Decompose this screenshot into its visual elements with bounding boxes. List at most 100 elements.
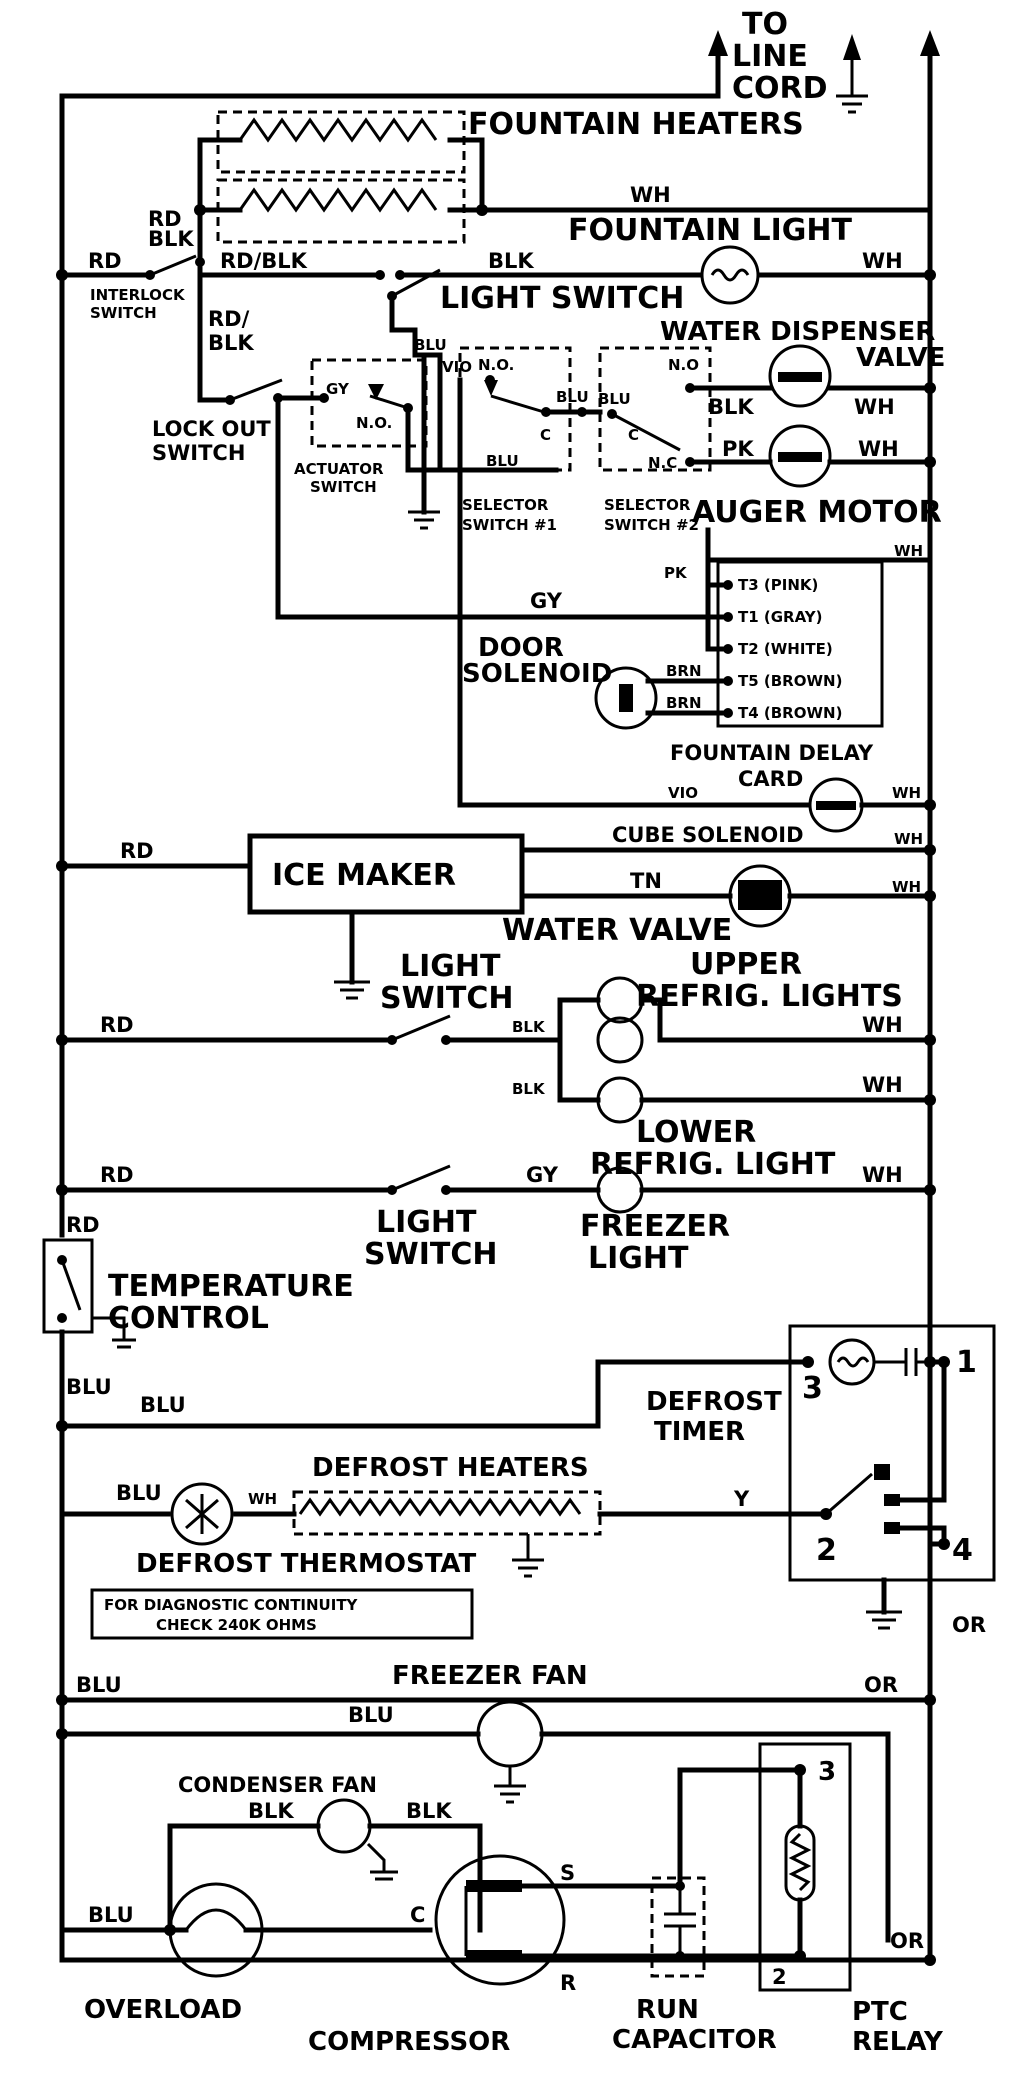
wire-blu-thermostat: BLU xyxy=(116,1481,162,1505)
wire-or-timer: OR xyxy=(952,1613,986,1637)
defrost-heaters-box xyxy=(292,1490,602,1536)
door-solenoid-coil xyxy=(594,666,658,730)
wire-rd-freezer: RD xyxy=(100,1163,134,1187)
diagnostic-note-box xyxy=(90,1588,474,1640)
wire-blk-refrig-2: BLK xyxy=(512,1080,546,1098)
ice-maker-box xyxy=(247,833,525,915)
interlock-contact-a xyxy=(145,270,155,280)
defrost-thermostat-ground xyxy=(512,1534,544,1578)
temperature-control-label-1: TEMPERATURE xyxy=(108,1269,354,1304)
lockout-switch-label-2: SWITCH xyxy=(152,441,245,465)
wire-wh-refrig: WH xyxy=(862,1013,903,1037)
timer-terminal-3-label: 3 xyxy=(802,1371,823,1406)
fountain-light-label: FOUNTAIN LIGHT xyxy=(568,213,853,248)
cube-solenoid-label: CUBE SOLENOID xyxy=(612,823,804,847)
freezer-switch-contact-b xyxy=(441,1185,451,1195)
fountain-delay-card-label-2: CARD xyxy=(738,767,803,791)
wire-brn-2: BRN xyxy=(666,694,702,712)
overload-element xyxy=(184,1908,248,1931)
light-switch-2-label-1: LIGHT xyxy=(400,949,501,984)
wire-blu-actuator: BLU xyxy=(414,336,447,354)
rail-junction-1040 xyxy=(56,1034,68,1046)
refrig-switch-blade xyxy=(391,1014,451,1042)
fountain-heaters-label: FOUNTAIN HEATERS xyxy=(468,107,804,142)
ptc-relay-label-2: RELAY xyxy=(852,2027,944,2057)
compressor-terminal-s: S xyxy=(560,1861,575,1885)
wire-wh-lower: WH xyxy=(862,1073,903,1097)
compressor-start-winding xyxy=(466,1880,522,1892)
ptc-thermistor-zigzag xyxy=(788,1832,812,1892)
compressor-terminal-c: C xyxy=(410,1903,425,1927)
water-valve-core xyxy=(738,880,782,910)
selector-switch-1-label-2: SWITCH #1 xyxy=(462,516,557,534)
water-dispenser-valve-core xyxy=(778,372,822,382)
wire-wh-thermostat: WH xyxy=(248,1490,277,1508)
run-capacitor-label-1: RUN xyxy=(636,1995,699,2025)
ptc-terminal-3-label: 3 xyxy=(818,1757,836,1787)
defrost-timer-box xyxy=(788,1324,996,1582)
selector2-nc-label: N.C xyxy=(648,454,677,472)
heater-junction xyxy=(476,204,488,216)
interlock-switch-blade xyxy=(149,254,197,277)
refrig-switch-contact-b xyxy=(441,1035,451,1045)
timer-term1-to-neutral xyxy=(897,1359,947,1503)
wire-blk-fountain: BLK xyxy=(488,249,534,273)
lower-refrig-light-label-1: LOWER xyxy=(636,1115,756,1150)
selector-switch-2-label-2: SWITCH #2 xyxy=(604,516,699,534)
fountain-light-switch-contact-a xyxy=(375,270,385,280)
delay-terminal-t2: T2 (WHITE) xyxy=(738,640,833,658)
actuator-no-label: N.O. xyxy=(356,414,392,432)
freezer-fan-motor xyxy=(476,1700,544,1768)
fountain-light-switch-contact-b xyxy=(395,270,405,280)
overload-junction xyxy=(164,1924,176,1936)
selector-switch-2-box xyxy=(598,346,712,472)
wire-vio-cube: VIO xyxy=(668,784,698,802)
freezer-light-bulb xyxy=(596,1166,644,1214)
selector2-contact-c xyxy=(607,409,617,419)
wire-gy-delay: GY xyxy=(530,589,563,613)
neutral-junction-850 xyxy=(924,844,936,856)
lower-refrig-light xyxy=(596,1076,644,1124)
delay-terminal-t5: T5 (BROWN) xyxy=(738,672,842,690)
rail-junction-1426 xyxy=(56,1420,68,1432)
wire-rd-refrig: RD xyxy=(100,1013,134,1037)
to-line-cord-3: CORD xyxy=(732,71,828,106)
selector2-blade xyxy=(611,412,681,452)
timer-switch-blade xyxy=(825,1472,873,1516)
defrost-timer-label-1: DEFROST xyxy=(646,1387,782,1417)
to-line-cord-1: TO xyxy=(742,7,788,42)
actuator-to-selector1 xyxy=(405,405,559,473)
diagnostic-note-1: FOR DIAGNOSTIC CONTINUITY xyxy=(104,1596,359,1614)
rail-junction-275 xyxy=(56,269,68,281)
vio-wire xyxy=(457,377,933,808)
wire-blu-timer: BLU xyxy=(140,1393,186,1417)
wire-wh-freezer: WH xyxy=(862,1163,903,1187)
ptc-thermistor xyxy=(784,1824,816,1902)
wire-tn-valve: TN xyxy=(630,869,662,893)
timer-terminal-4-label: 4 xyxy=(952,1533,973,1568)
wire-pk-delay: PK xyxy=(664,564,688,582)
timer-terminal-3 xyxy=(802,1356,814,1368)
wire-rd-heater: RD xyxy=(148,207,182,231)
timer-terminal-1-label: 1 xyxy=(956,1345,977,1380)
wire-rdblk-stack-1: RD/ xyxy=(208,307,250,331)
selector1-blade xyxy=(490,394,545,414)
rail-junction-1190 xyxy=(56,1184,68,1196)
light-switch-2-label-2: SWITCH xyxy=(380,981,513,1016)
light-switch-top-label: LIGHT SWITCH xyxy=(440,281,684,316)
selector-switch-1-box xyxy=(458,346,572,472)
selector1-c-label: C xyxy=(540,426,551,444)
ptc-terminal-2-label: 2 xyxy=(772,1965,787,1989)
actuator-arrow xyxy=(368,384,384,400)
interlock-switch-label-1: INTERLOCK xyxy=(90,286,186,304)
defrost-heaters-label: DEFROST HEATERS xyxy=(312,1453,589,1483)
wire-blu-freezer-fan: BLU xyxy=(348,1703,394,1727)
tempctl-contact-b xyxy=(57,1313,67,1323)
wire-wh-auger: WH xyxy=(858,437,899,461)
delay-terminal-t4: T4 (BROWN) xyxy=(738,704,842,722)
wire-vio-selector1: VIO xyxy=(442,358,472,376)
compressor-terminal-r: R xyxy=(560,1971,576,1995)
wire-blu-link: BLU xyxy=(556,388,589,406)
wire-wh-valve: WH xyxy=(892,878,921,896)
